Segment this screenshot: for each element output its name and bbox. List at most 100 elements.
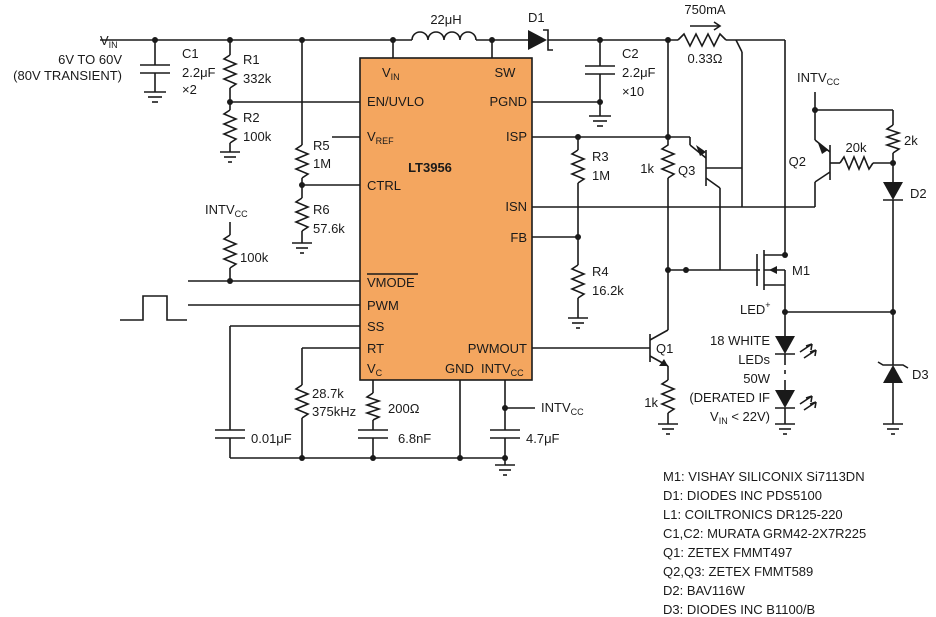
l1-inductor xyxy=(411,31,477,41)
r100k-value: 100k xyxy=(240,250,269,265)
r3-label: R3 xyxy=(592,149,609,164)
r6-resistor xyxy=(293,197,311,232)
pin-vmode: VMODE xyxy=(367,275,415,290)
led-leds: LEDs xyxy=(738,352,770,367)
led-bottom-emission xyxy=(799,395,817,411)
pin-pgnd: PGND xyxy=(489,94,527,109)
r4-resistor xyxy=(569,264,587,299)
intvcc-right: INTVCC xyxy=(797,70,840,87)
pin-pwm: PWM xyxy=(367,298,399,313)
r3-value: 1M xyxy=(592,168,610,183)
r20k-resistor xyxy=(839,154,874,172)
c1-label: C1 xyxy=(182,46,199,61)
pin-vref: VREF xyxy=(367,129,394,146)
lt3956-ic-body xyxy=(359,57,533,381)
pin-vin: VIN xyxy=(382,65,400,82)
bom-item: D2: BAV116W xyxy=(663,583,746,598)
r2-resistor xyxy=(221,109,239,144)
r1-label: R1 xyxy=(243,52,260,67)
r5-resistor xyxy=(293,144,311,179)
sense-resistor xyxy=(677,32,727,48)
pin-vc: VC xyxy=(367,361,383,378)
r5-label: R5 xyxy=(313,138,330,153)
pin-isp: ISP xyxy=(506,129,527,144)
rrt-resistor xyxy=(293,384,311,419)
led-plus-label: LED+ xyxy=(740,300,771,317)
rc-value: 200Ω xyxy=(388,401,420,416)
bom-item: Q2,Q3: ZETEX FMMT589 xyxy=(663,564,813,579)
cvcc-value: 4.7μF xyxy=(526,431,560,446)
l1-value: 22μH xyxy=(430,12,461,27)
pin-intvcc: INTVCC xyxy=(481,361,524,378)
ic-name: LT3956 xyxy=(408,160,452,175)
pin-fb: FB xyxy=(510,230,527,245)
bom-item: D1: DIODES INC PDS5100 xyxy=(663,488,822,503)
r2-label: R2 xyxy=(243,110,260,125)
pin-rt: RT xyxy=(367,341,384,356)
intvcc-bottom: INTVCC xyxy=(541,400,584,417)
c2-count: ×10 xyxy=(622,84,644,99)
bom-item: D3: DIODES INC B1100/B xyxy=(663,602,815,617)
r2k-resistor xyxy=(884,124,902,154)
c1-count: ×2 xyxy=(182,82,197,97)
bom-item: L1: COILTRONICS DR125-220 xyxy=(663,507,843,522)
led-top xyxy=(775,336,795,354)
led-count: 18 WHITE xyxy=(710,333,770,348)
bom-item: M1: VISHAY SILICONIX Si7113DN xyxy=(663,469,865,484)
m1-label: M1 xyxy=(792,263,810,278)
q1-label: Q1 xyxy=(656,341,673,356)
r6-value: 57.6k xyxy=(313,221,345,236)
led-power: 50W xyxy=(743,371,770,386)
q2-label: Q2 xyxy=(789,154,806,169)
d3-label: D3 xyxy=(912,367,929,382)
pwm-pulse-icon xyxy=(120,295,187,321)
r20k-value: 20k xyxy=(846,140,867,155)
bom-item: Q1: ZETEX FMMT497 xyxy=(663,545,792,560)
r1k-top-resistor xyxy=(659,137,677,179)
d3-diode xyxy=(883,365,903,383)
d1-diode xyxy=(528,30,547,50)
led-derate-2: VIN < 22V) xyxy=(710,409,770,426)
vin-range: 6V TO 60V xyxy=(58,52,122,67)
r2k-value: 2k xyxy=(904,133,918,148)
r5-value: 1M xyxy=(313,156,331,171)
r4-value: 16.2k xyxy=(592,283,624,298)
led-bottom xyxy=(775,390,795,408)
rrt-value: 28.7k xyxy=(312,386,344,401)
led-top-emission xyxy=(799,343,817,359)
q3-transistor xyxy=(689,144,707,159)
r1k-bot-value: 1k xyxy=(644,395,658,410)
pin-isn: ISN xyxy=(505,199,527,214)
css-value: 0.01μF xyxy=(251,431,292,446)
rs-current: 750mA xyxy=(684,2,726,17)
d2-label: D2 xyxy=(910,186,927,201)
r3-resistor xyxy=(569,149,587,184)
d2-diode xyxy=(883,182,903,200)
pin-ctrl: CTRL xyxy=(367,178,401,193)
pin-gnd: GND xyxy=(445,361,474,376)
rrt-freq: 375kHz xyxy=(312,404,356,419)
d1-label: D1 xyxy=(528,10,545,25)
pin-en-uvlo: EN/UVLO xyxy=(367,94,424,109)
q3-label: Q3 xyxy=(678,163,695,178)
rs-value: 0.33Ω xyxy=(687,51,722,66)
r100k-resistor xyxy=(221,234,239,269)
r1-resistor xyxy=(221,54,239,89)
rc-resistor xyxy=(364,392,382,421)
r1k-bot-resistor xyxy=(659,379,677,414)
vin-label: VIN xyxy=(100,33,118,50)
cc-value: 6.8nF xyxy=(398,431,431,446)
r1-value: 332k xyxy=(243,71,272,86)
r6-label: R6 xyxy=(313,202,330,217)
vin-transient: (80V TRANSIENT) xyxy=(13,68,122,83)
c2-value: 2.2μF xyxy=(622,65,656,80)
intvcc-left: INTVCC xyxy=(205,202,248,219)
pin-sw: SW xyxy=(495,65,517,80)
bom-item: C1,C2: MURATA GRM42-2X7R225 xyxy=(663,526,866,541)
pin-pwmout: PWMOUT xyxy=(468,341,527,356)
r1k-top-value: 1k xyxy=(640,161,654,176)
c2-label: C2 xyxy=(622,46,639,61)
bill-of-materials: M1: VISHAY SILICONIX Si7113DN D1: DIODES… xyxy=(663,469,866,617)
pin-ss: SS xyxy=(367,319,385,334)
